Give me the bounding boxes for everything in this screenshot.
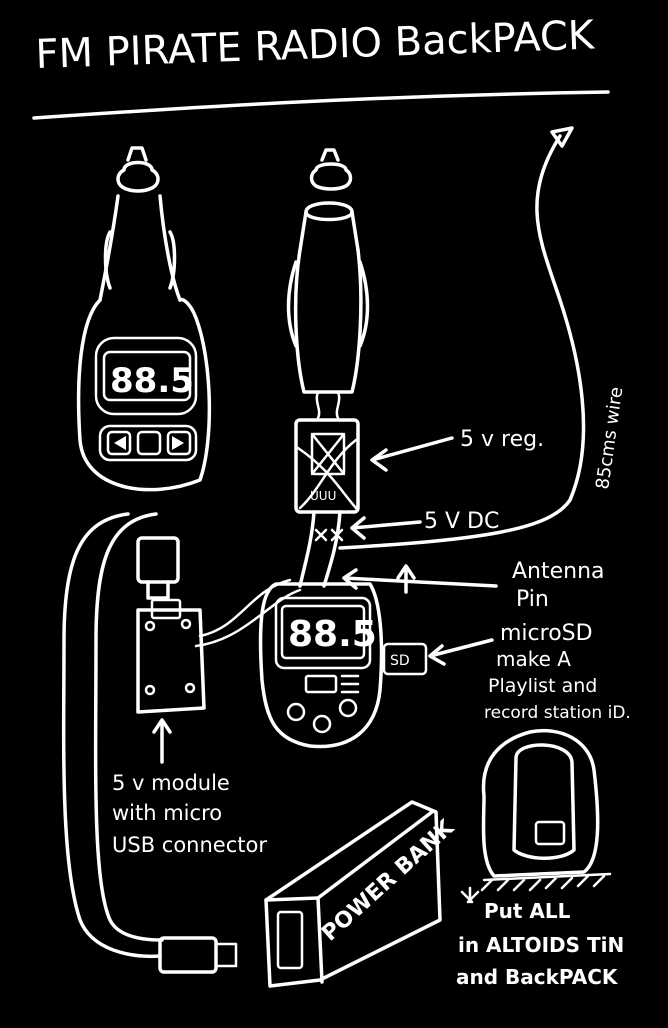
label-backpack-2: in ALTOIDS TiN bbox=[458, 933, 624, 957]
antenna-tip bbox=[550, 126, 574, 148]
label-module-1: 5 v module bbox=[112, 771, 230, 795]
label-wire: 85cms wire bbox=[592, 386, 627, 491]
dc-wires bbox=[298, 510, 342, 588]
diagram-title: FM PIRATE RADIO BackPACK bbox=[35, 12, 597, 78]
arrow-module bbox=[152, 718, 172, 764]
fm-transmitter-board: 88.5 SD bbox=[258, 582, 428, 749]
label-antenna-2: Pin bbox=[516, 587, 549, 612]
arrow-dc bbox=[350, 516, 422, 540]
title-underline bbox=[32, 90, 610, 120]
label-backpack-1: Put ALL bbox=[484, 899, 571, 923]
label-module-3: USB connector bbox=[112, 833, 267, 857]
arrow-regulator bbox=[370, 436, 454, 472]
antenna-wire bbox=[338, 134, 586, 550]
arrow-antenna bbox=[342, 568, 498, 590]
label-backpack-3: and BackPACK bbox=[456, 965, 619, 989]
regulator-marking: UUU bbox=[310, 489, 336, 503]
car-fm-transmitter: 88.5 bbox=[76, 146, 212, 492]
arrow-microsd bbox=[428, 638, 494, 666]
right-display-value: 88.5 bbox=[288, 614, 377, 655]
label-antenna-1: Antenna bbox=[512, 559, 605, 584]
sd-tab-label: SD bbox=[390, 653, 410, 669]
usb-plug-bottom bbox=[158, 936, 218, 974]
label-dc: 5 V DC bbox=[424, 509, 499, 534]
label-microsd-2: make A bbox=[496, 647, 571, 671]
label-microsd-3: Playlist and bbox=[488, 675, 597, 697]
usb-cable bbox=[61, 512, 164, 959]
left-display-value: 88.5 bbox=[110, 361, 194, 401]
label-module-2: with micro bbox=[112, 801, 222, 825]
usb-plug-top bbox=[136, 536, 180, 584]
power-bank: POWER BANK bbox=[264, 800, 460, 988]
label-microsd-1: microSD bbox=[500, 621, 593, 646]
label-regulator: 5 v reg. bbox=[460, 427, 544, 452]
backpack-sketch bbox=[460, 729, 612, 904]
cross-mark bbox=[314, 528, 344, 542]
arrow-antenna-2 bbox=[396, 564, 416, 594]
label-microsd-4: record station iD. bbox=[484, 703, 631, 723]
5v-module-board bbox=[136, 578, 302, 714]
regulator-assembly: UUU bbox=[286, 148, 370, 514]
